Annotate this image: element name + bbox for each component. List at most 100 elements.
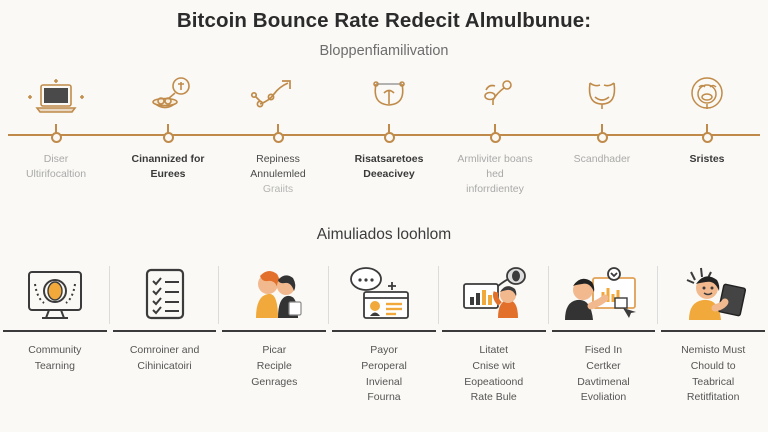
timeline-item-1[interactable]: Diser Ultirifocaltion bbox=[2, 72, 110, 182]
timeline-node[interactable] bbox=[162, 132, 174, 143]
timeline-node[interactable] bbox=[489, 132, 501, 143]
timeline-item-3-label: Repiness Annulemled Graiits bbox=[224, 152, 332, 198]
label-line: Rate Bule bbox=[470, 391, 517, 404]
person-cheer-icon bbox=[441, 72, 549, 124]
label-line: Picar bbox=[262, 344, 287, 356]
timeline-item-4[interactable]: Risatsaretoes Deeacivey bbox=[335, 72, 443, 182]
timeline-item-7-label: Sristes bbox=[653, 152, 761, 167]
label-line: Community bbox=[28, 344, 82, 356]
label-line: Eopeatioond bbox=[464, 375, 524, 388]
label-line: Cnise wit bbox=[472, 359, 516, 372]
card-rule bbox=[112, 330, 217, 332]
basket-coins-icon bbox=[114, 72, 222, 124]
label-line: Litatet bbox=[479, 344, 509, 356]
card-rule bbox=[222, 330, 327, 332]
card-divider bbox=[657, 266, 659, 324]
card-rule bbox=[441, 330, 546, 332]
label-line: Cihinicatoiri bbox=[137, 359, 192, 372]
timeline-stem bbox=[388, 124, 390, 133]
card-payor-peroperal[interactable]: Payor Peroperal Invienal Fourna bbox=[329, 262, 439, 432]
section-heading: Aimuliados loohlom bbox=[316, 226, 452, 243]
card-3-label: Picar Reciple Genrages bbox=[251, 343, 297, 390]
label-line: Invienal bbox=[365, 375, 403, 388]
label-line: Annulemled bbox=[250, 168, 306, 181]
card-litatet-rate-bule[interactable]: Litatet Cnise wit Eopeatioond Rate Bule bbox=[439, 262, 549, 432]
timeline-item-3[interactable]: Repiness Annulemled Graiits bbox=[224, 72, 332, 198]
label-line: Eurees bbox=[150, 168, 186, 181]
label-line: Tearning bbox=[34, 359, 75, 372]
timeline-node[interactable] bbox=[50, 132, 62, 143]
person-chart-icon bbox=[454, 262, 534, 328]
card-fised-in-certker[interactable]: Fised In Certker Davtimenal Evoliation bbox=[549, 262, 659, 432]
label-line: Evoliation bbox=[580, 391, 627, 404]
label-line: Cinannized for bbox=[131, 153, 205, 165]
label-line: Sristes bbox=[689, 153, 725, 165]
chat-profile-icon bbox=[344, 262, 424, 328]
card-picar-reciple-genrages[interactable]: Picar Reciple Genrages bbox=[219, 262, 330, 432]
label-line: hed bbox=[486, 168, 504, 181]
laptop-sparkle-icon bbox=[2, 72, 110, 124]
label-line: Fised In bbox=[584, 344, 623, 356]
card-divider bbox=[547, 266, 549, 324]
celebration-icon bbox=[653, 72, 761, 124]
label-line: Graiits bbox=[262, 183, 294, 196]
timeline-node[interactable] bbox=[383, 132, 395, 143]
card-4-label: Payor Peroperal Invienal Fourna bbox=[361, 343, 407, 406]
timeline-node[interactable] bbox=[701, 132, 713, 143]
label-line: Chould to bbox=[690, 359, 736, 372]
timeline-node[interactable] bbox=[272, 132, 284, 143]
card-6-label: Fised In Certker Davtimenal Evoliation bbox=[577, 343, 630, 406]
label-line: Peroperal bbox=[361, 359, 407, 372]
growth-arrow-icon bbox=[224, 72, 332, 124]
card-rule bbox=[551, 330, 656, 332]
timeline-stem bbox=[601, 124, 603, 133]
card-5-label: Litatet Cnise wit Eopeatioond Rate Bule bbox=[464, 343, 523, 406]
timeline-item-1-label: Diser Ultirifocaltion bbox=[2, 152, 110, 182]
timeline-item-7[interactable]: Sristes bbox=[653, 72, 761, 167]
monitor-bitcoin-icon bbox=[15, 262, 95, 328]
card-nemisto-must[interactable]: Nemisto Must Chould to Teabrical Retitfi… bbox=[658, 262, 768, 432]
label-line: Nemisto Must bbox=[681, 344, 746, 356]
label-line: Retitfitation bbox=[686, 391, 740, 404]
scale-balance-icon bbox=[335, 72, 443, 124]
page-title: Bitcoin Bounce Rate Redecit Almulbunue: bbox=[176, 9, 592, 32]
cards-section: Community Tearning Comroiner an bbox=[0, 262, 768, 432]
label-line: inforrdientey bbox=[466, 183, 524, 196]
card-divider bbox=[218, 266, 220, 324]
timeline-item-5[interactable]: Armliviter boans hed inforrdientey bbox=[441, 72, 549, 198]
timeline-item-6[interactable]: Scandhader bbox=[548, 72, 656, 167]
person-presenting-icon bbox=[563, 262, 643, 328]
label-line: Repiness bbox=[256, 153, 300, 165]
label-line: Ultirifocaltion bbox=[25, 168, 87, 181]
page-header: Bitcoin Bounce Rate Redecit Almulbunue: … bbox=[0, 0, 768, 59]
timeline-item-2[interactable]: Cinannized for Eurees bbox=[114, 72, 222, 182]
two-people-icon bbox=[234, 262, 314, 328]
card-community-tearning[interactable]: Community Tearning bbox=[0, 262, 110, 432]
card-comroiner-cihinicatoiri[interactable]: Comroiner and Cihinicatoiri bbox=[110, 262, 220, 432]
timeline-section: Diser Ultirifocaltion Cinannized for bbox=[0, 72, 768, 217]
label-line: Certker bbox=[586, 359, 621, 372]
timeline-stem bbox=[167, 124, 169, 133]
card-rule bbox=[3, 330, 107, 332]
timeline-node[interactable] bbox=[596, 132, 608, 143]
person-tablet-icon bbox=[673, 262, 753, 328]
card-divider bbox=[108, 266, 110, 324]
card-rule bbox=[661, 330, 766, 332]
timeline-item-2-label: Cinannized for Eurees bbox=[114, 152, 222, 182]
label-line: Teabrical bbox=[692, 375, 735, 388]
label-line: Payor bbox=[370, 344, 398, 356]
label-line: Scandhader bbox=[573, 153, 631, 165]
timeline-stem bbox=[494, 124, 496, 133]
timeline-item-5-label: Armliviter boans hed inforrdientey bbox=[441, 152, 549, 198]
timeline-stem bbox=[706, 124, 708, 133]
timeline-item-6-label: Scandhader bbox=[548, 152, 656, 167]
label-line: Risatsaretoes bbox=[354, 153, 424, 165]
label-line: Diser bbox=[43, 153, 69, 165]
label-line: Genrages bbox=[251, 375, 298, 388]
card-divider bbox=[437, 266, 439, 324]
card-2-label: Comroiner and Cihinicatoiri bbox=[130, 343, 199, 375]
timeline-item-4-label: Risatsaretoes Deeacivey bbox=[335, 152, 443, 182]
card-divider bbox=[328, 266, 330, 324]
timeline-stem bbox=[277, 124, 279, 133]
label-line: Reciple bbox=[256, 359, 292, 372]
